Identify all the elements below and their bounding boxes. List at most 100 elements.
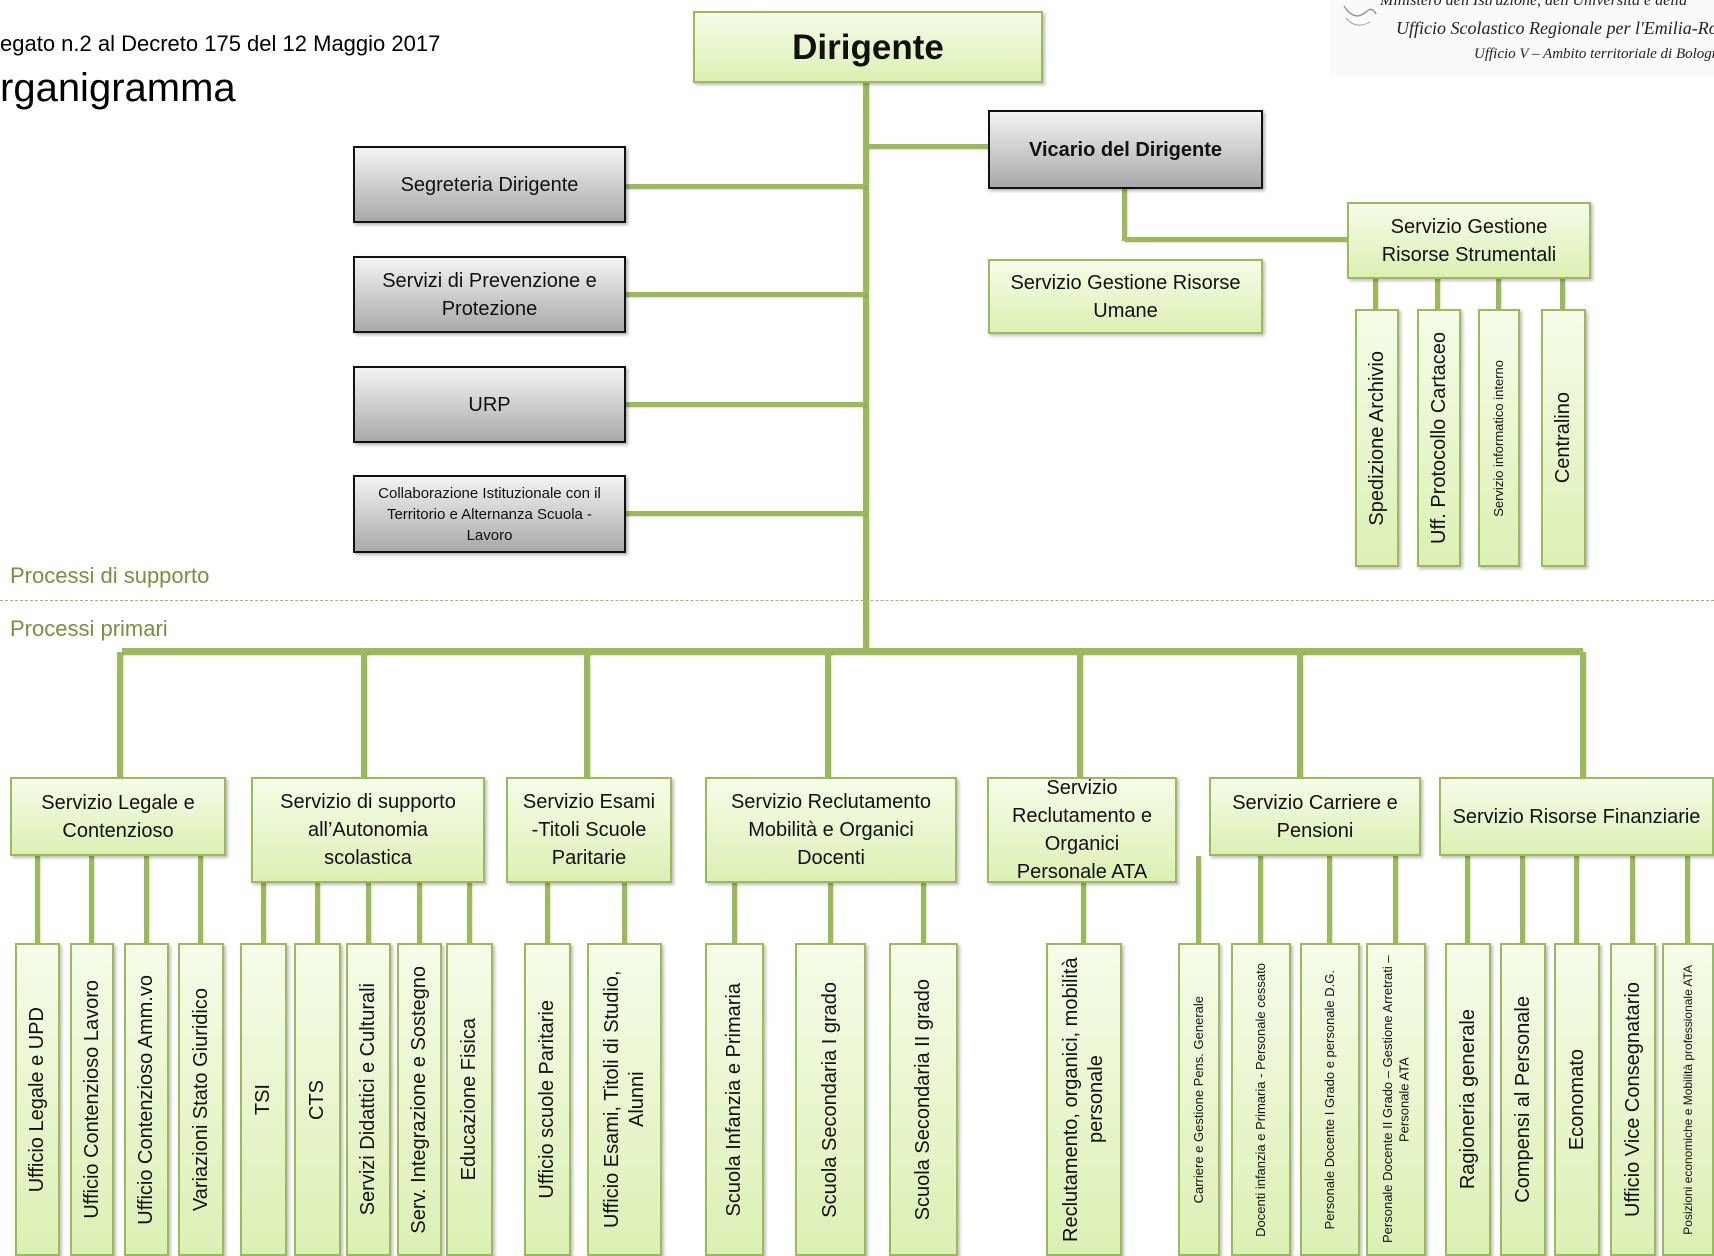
service-1-child-1: Ufficio Legale e UPD (15, 943, 60, 1256)
service-6-child-3: Personale Docente I Grado e personale D.… (1300, 943, 1360, 1256)
instr-box-label: Servizio Gestione Risorse Strumentali (1381, 215, 1557, 266)
service-3-child-connector-1 (545, 883, 550, 945)
instr-child-3-label: Servizio informatico interno (1490, 359, 1506, 517)
service-box-3-label: Servizio Esami -Titoli Scuole Paritarie (522, 791, 656, 869)
hr-box: Servizio Gestione Risorse Umane (988, 259, 1263, 334)
logo-line-2: Ufficio Scolastico Regionale per l'Emili… (1396, 18, 1714, 38)
service-box-5: Servizio Reclutamento e Organici Persona… (987, 777, 1177, 883)
service-1-child-2: Ufficio Contenzioso Lavoro (70, 943, 114, 1256)
service-4-child-connector-1 (732, 883, 737, 945)
service-4-child-2: Scuola Secondaria I grado (795, 943, 866, 1256)
service-6-child-4: Personale Docente II Grado – Gestione Ar… (1366, 943, 1426, 1256)
service-4-child-3: Scuola Secondaria II grado (889, 943, 958, 1256)
service-4-child-connector-3 (921, 883, 926, 945)
service-connector-5 (1077, 652, 1083, 777)
service-7-child-5: Posizioni economiche e Mobilità professi… (1662, 943, 1714, 1256)
service-box-5-label: Servizio Reclutamento e Organici Persona… (1011, 777, 1153, 883)
support-unit-1: Segreteria Dirigente (353, 146, 626, 223)
page-title: rganigramma (0, 66, 236, 110)
service-2-child-connector-4 (417, 883, 422, 945)
service-6-child-connector-2 (1258, 856, 1263, 945)
service-7-child-3-label: Economato (1565, 1048, 1588, 1151)
service-3-child-1-label: Ufficio scuole Paritarie (536, 1000, 558, 1199)
section-label-support: Processi di supporto (10, 563, 210, 588)
instr-child-connector-4 (1560, 277, 1565, 310)
service-7-child-4-label: Ufficio Vice Consegnatario (1621, 982, 1644, 1217)
instr-child-connector-1 (1373, 277, 1378, 310)
vicar-box-label: Vicario del Dirigente (1028, 138, 1223, 161)
service-6-child-3-label: Personale Docente I Grado e personale D.… (1321, 969, 1337, 1230)
service-1-child-3: Ufficio Contenzioso Amm.vo (124, 943, 169, 1256)
service-1-child-connector-4 (198, 856, 203, 945)
decree-caption: egato n.2 al Decreto 175 del 12 Maggio 2… (0, 31, 441, 56)
support-unit-1-label: Segreteria Dirigente (400, 173, 579, 196)
service-6-child-2-label: Docenti infanzia e Primaria - Personale … (1252, 962, 1268, 1237)
service-box-3: Servizio Esami -Titoli Scuole Paritarie (506, 777, 672, 883)
hr-instr-connector (1125, 237, 1349, 242)
service-6-child-connector-1 (1196, 856, 1201, 945)
service-7-child-connector-2 (1520, 856, 1525, 945)
service-7-child-connector-3 (1574, 856, 1579, 945)
support-unit-3-label: URP (468, 393, 511, 416)
director-box: Dirigente (693, 11, 1043, 83)
service-2-child-2-label: CTS (306, 1079, 328, 1120)
service-3-child-connector-2 (622, 883, 627, 945)
service-1-child-connector-3 (144, 856, 149, 945)
service-6-child-1-label: Carriere e Gestione Pens. Generale (1190, 995, 1206, 1204)
service-5-child-1: Reclutamento, organici, mobilità persona… (1046, 943, 1122, 1256)
service-3-child-2-label: Ufficio Esami, Titoli di Studio, Alunni (600, 970, 648, 1229)
service-2-child-4-label: Serv. Integrazione e Sostegno (408, 965, 430, 1234)
instr-child-3: Servizio informatico interno (1478, 309, 1520, 567)
service-2-child-2: CTS (294, 943, 341, 1256)
logo-line-1: Ministero dell'Istruzione, dell'Universi… (1380, 0, 1688, 9)
service-box-4-label: Servizio Reclutamento Mobilità e Organic… (730, 791, 932, 869)
service-7-child-2: Compensi al Personale (1500, 943, 1546, 1256)
director-box-label: Dirigente (792, 27, 944, 67)
service-1-child-connector-1 (35, 856, 40, 945)
service-7-child-1-label: Ragioneria generale (1456, 1009, 1479, 1190)
instr-child-1-label: Spedizione Archivio (1365, 350, 1388, 526)
logo-line-3: Ufficio V – Ambito territoriale di Bolog… (1474, 46, 1714, 62)
instr-child-1: Spedizione Archivio (1355, 309, 1399, 567)
instr-child-connector-3 (1496, 277, 1501, 310)
instr-child-connector-2 (1435, 277, 1440, 310)
service-2-child-3-label: Servizi Didattici e Culturali (357, 983, 379, 1216)
section-label-primary: Processi primari (10, 616, 168, 641)
service-1-child-connector-2 (89, 856, 94, 945)
service-box-4: Servizio Reclutamento Mobilità e Organic… (705, 777, 957, 883)
support-unit-2: Servizi di Prevenzione e Protezione (353, 256, 626, 333)
service-2-child-1: TSI (240, 943, 287, 1256)
service-1-child-1-label: Ufficio Legale e UPD (26, 1006, 48, 1193)
service-1-child-4: Variazioni Stato Giuridico (178, 943, 224, 1256)
service-3-child-2: Ufficio Esami, Titoli di Studio, Alunni (587, 943, 662, 1256)
service-2-child-4: Serv. Integrazione e Sostegno (397, 943, 442, 1256)
service-2-child-1-label: TSI (252, 1083, 274, 1116)
service-connector-1 (117, 652, 123, 777)
service-box-1-label: Servizio Legale e Contenzioso (41, 791, 195, 842)
service-4-child-connector-2 (828, 883, 833, 945)
trunk-line (863, 80, 869, 648)
section-divider (0, 600, 1714, 601)
service-box-6-label: Servizio Carriere e Pensioni (1232, 791, 1398, 842)
service-7-child-4: Ufficio Vice Consegnatario (1610, 943, 1656, 1256)
service-4-child-1: Scuola Infanzia e Primaria (705, 943, 764, 1256)
service-7-child-3: Economato (1554, 943, 1600, 1256)
service-6-child-2: Docenti infanzia e Primaria - Personale … (1231, 943, 1291, 1256)
service-4-child-1-label: Scuola Infanzia e Primaria (723, 982, 745, 1217)
service-6-child-connector-4 (1393, 856, 1398, 945)
primary-bus-line (122, 648, 1583, 655)
instr-child-2: Uff. Protocollo Cartaceo (1417, 309, 1461, 567)
service-2-child-5-label: Educazione Fisica (458, 1018, 480, 1181)
service-7-child-2-label: Compensi al Personale (1511, 996, 1534, 1203)
service-3-child-1: Ufficio scuole Paritarie (524, 943, 571, 1256)
service-2-child-connector-5 (467, 883, 472, 945)
service-6-child-1: Carriere e Gestione Pens. Generale (1178, 943, 1220, 1256)
service-6-child-connector-3 (1327, 856, 1332, 945)
service-1-child-2-label: Ufficio Contenzioso Lavoro (80, 980, 103, 1219)
service-connector-2 (361, 652, 367, 777)
instr-child-2-label: Uff. Protocollo Cartaceo (1427, 332, 1450, 544)
vicar-down-line (1122, 186, 1127, 241)
support-connector-1 (625, 184, 865, 189)
support-connector-2 (625, 292, 865, 297)
